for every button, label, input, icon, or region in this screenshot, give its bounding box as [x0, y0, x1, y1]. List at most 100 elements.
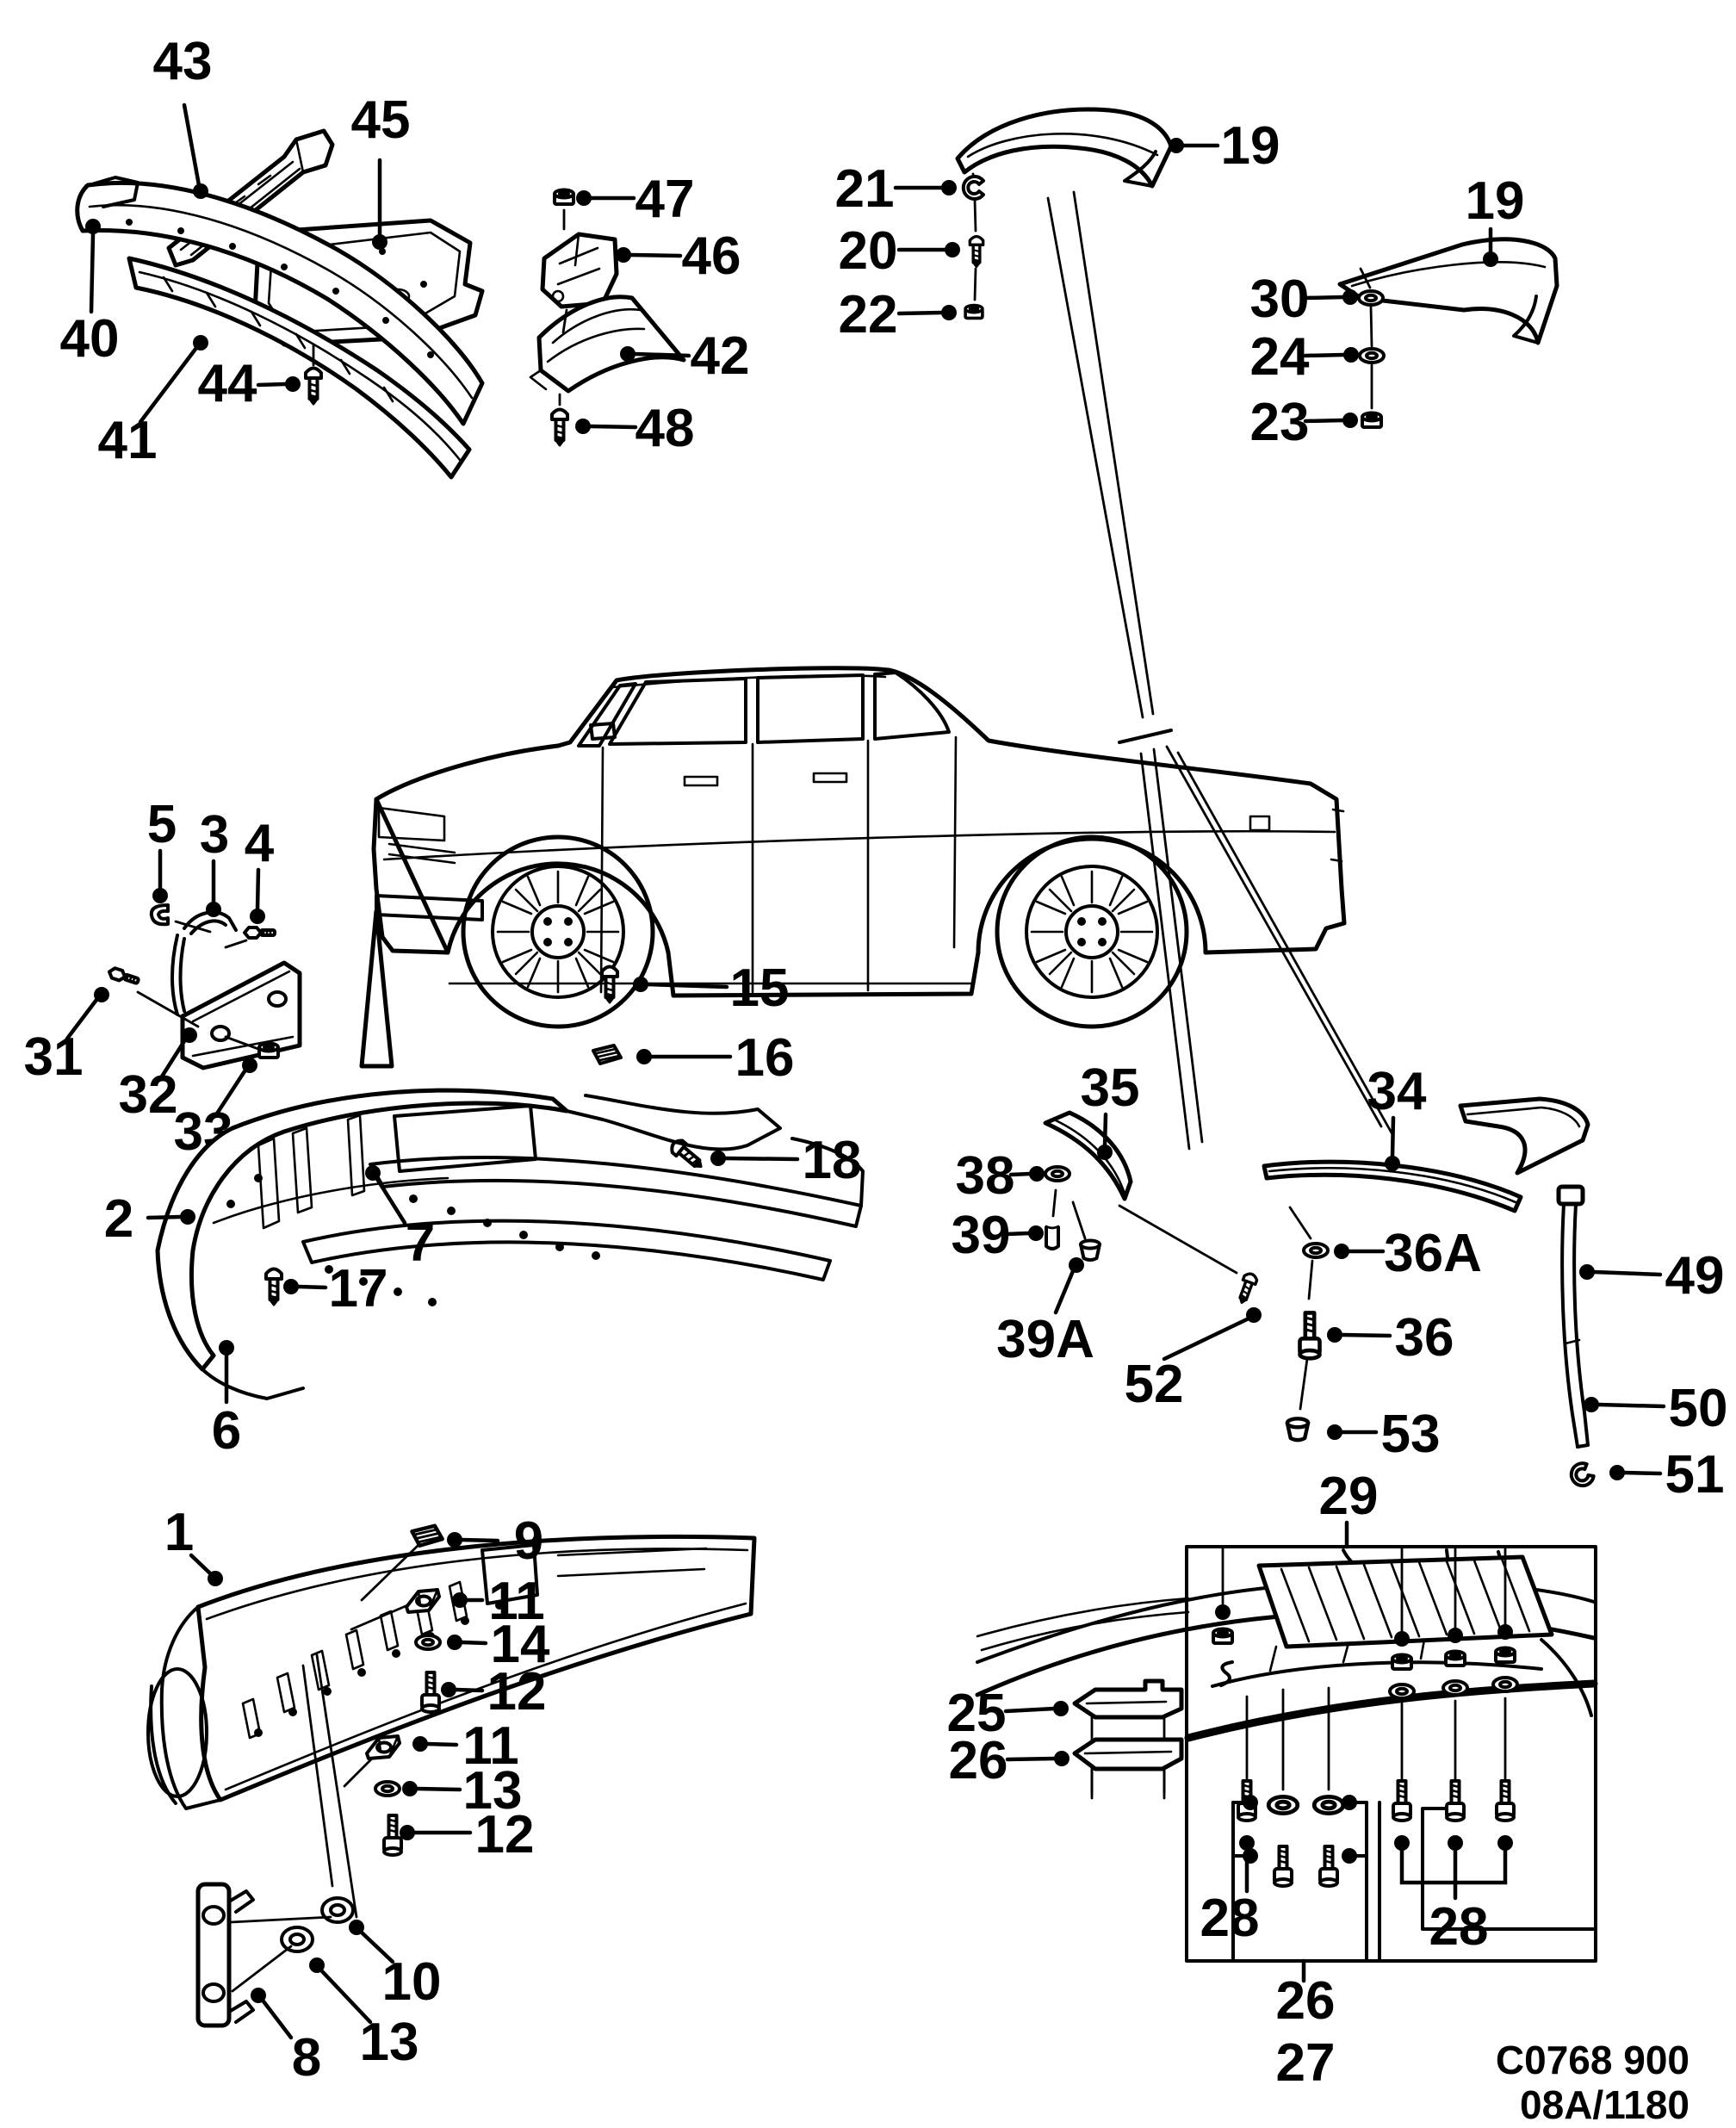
callout-6: 6	[212, 1340, 241, 1461]
nut-icon-23	[1361, 411, 1383, 429]
drawing-code: C0768 900	[1496, 2038, 1690, 2082]
svg-text:2: 2	[104, 1189, 133, 1249]
callout-40: 40	[60, 219, 120, 369]
washer-icon-boxR2	[1442, 1679, 1469, 1697]
callout-26b: 26	[1276, 1958, 1335, 2031]
svg-text:45: 45	[351, 90, 411, 150]
washer-icon-24	[1358, 347, 1386, 364]
callout-21: 21	[835, 159, 957, 219]
sleeve-icon-39	[1045, 1225, 1060, 1250]
part-41-bumper-valance	[127, 256, 472, 480]
callout-39: 39	[952, 1206, 1044, 1265]
bolt-icon-31	[106, 965, 142, 988]
callout-41: 41	[98, 335, 208, 470]
callout-14: 14	[447, 1615, 550, 1674]
part-34-trim-bent-end	[1458, 1096, 1590, 1176]
callout-3: 3	[200, 805, 229, 917]
svg-text:15: 15	[730, 959, 790, 1018]
screw-icon-20	[968, 234, 985, 269]
svg-text:17: 17	[329, 1259, 388, 1318]
svg-text:25: 25	[947, 1684, 1007, 1743]
part-25-bracket	[1072, 1678, 1184, 1795]
svg-text:44: 44	[198, 354, 257, 413]
callout-13a: 13	[402, 1761, 522, 1821]
callout-38: 38	[956, 1146, 1045, 1206]
bolt-icon-boxR1	[1392, 1779, 1412, 1822]
grommet-icon-53	[1287, 1418, 1308, 1440]
svg-text:14: 14	[491, 1615, 550, 1674]
screw-icon-17	[264, 1267, 283, 1306]
svg-text:41: 41	[98, 411, 158, 470]
washer-icon-38	[1044, 1165, 1071, 1182]
part-49-50-strip	[1556, 1184, 1590, 1449]
callout-42: 42	[620, 326, 749, 386]
rear-spoiler-views: 19 21 20 22	[835, 107, 1559, 719]
svg-text:49: 49	[1665, 1246, 1725, 1306]
callout-16: 16	[636, 1028, 794, 1088]
nut-icon-47	[553, 188, 575, 206]
callout-1: 1	[164, 1503, 223, 1586]
washer-icon-boxR3	[1491, 1676, 1519, 1693]
callout-23: 23	[1250, 393, 1358, 452]
bolt-icon-box2	[1318, 1845, 1339, 1888]
svg-text:19: 19	[1221, 116, 1280, 176]
svg-text:36: 36	[1395, 1308, 1454, 1368]
callout-20: 20	[839, 221, 960, 281]
svg-text:7: 7	[406, 1213, 435, 1273]
svg-text:36A: 36A	[1384, 1224, 1482, 1283]
washer-icon-boxR1	[1388, 1683, 1416, 1700]
callout-28-right: 28	[1429, 1897, 1489, 1957]
callout-32: 32	[119, 1027, 197, 1125]
bolt-icon-36	[1300, 1312, 1320, 1358]
front-bumper-assembly: 2 7 17 6	[104, 1088, 865, 1461]
location-arrow	[359, 909, 394, 1069]
eclip-icon-51	[1566, 1458, 1598, 1492]
clip-icon-16	[592, 1044, 623, 1065]
callout-19-right: 19	[1466, 171, 1524, 267]
svg-text:29: 29	[1319, 1467, 1379, 1526]
part-34-trim-long	[1262, 1159, 1523, 1213]
grommet-icon-39A	[1079, 1238, 1101, 1262]
svg-text:26: 26	[949, 1731, 1008, 1790]
svg-text:40: 40	[60, 309, 120, 369]
washer-icon-box1	[1268, 1796, 1298, 1813]
svg-text:35: 35	[1081, 1058, 1140, 1118]
washer-icon-14	[414, 1634, 442, 1651]
loose-fasteners-center: 15 16 18	[592, 959, 861, 1190]
callout-10: 10	[349, 1920, 441, 2012]
callout-52: 52	[1125, 1307, 1262, 1414]
callout-28-left: 28	[1200, 1889, 1260, 1948]
svg-text:3: 3	[200, 805, 229, 865]
nut-icon-33	[257, 1041, 280, 1059]
screw-icon-52	[1234, 1270, 1260, 1307]
svg-text:12: 12	[475, 1805, 535, 1864]
svg-text:11: 11	[488, 1572, 545, 1631]
callout-47: 47	[576, 170, 694, 229]
callout-30: 30	[1250, 270, 1358, 329]
svg-text:52: 52	[1125, 1355, 1184, 1414]
svg-text:16: 16	[735, 1028, 795, 1088]
svg-text:5: 5	[147, 795, 177, 854]
nut-icon-22	[964, 303, 984, 320]
front-bumper-exploded-view: 43 45 40 41 44	[60, 32, 749, 480]
grommet-icon-10	[229, 1896, 355, 1924]
bumper-bracket-group: 5 3 4 31 32 33	[24, 795, 302, 1162]
svg-text:50: 50	[1669, 1379, 1728, 1438]
part-19-spoiler-left	[955, 107, 1174, 189]
svg-text:10: 10	[382, 1952, 442, 2012]
callout-43: 43	[153, 32, 212, 199]
grommet-icon-13b	[231, 1926, 314, 1993]
nut-icon-box-left	[1212, 1627, 1234, 1645]
svg-text:48: 48	[636, 399, 695, 458]
callout-35: 35	[1081, 1058, 1140, 1160]
screw-icon-15	[600, 965, 619, 1004]
callout-39A: 39A	[996, 1257, 1094, 1369]
nut-icon-boxR2	[1444, 1649, 1466, 1667]
rear-wheel	[995, 834, 1189, 1029]
nut-icon-boxR3	[1494, 1646, 1516, 1664]
part-42-corner-trim	[529, 295, 686, 394]
callout-9: 9	[447, 1511, 543, 1571]
callout-12a: 12	[441, 1662, 546, 1722]
clip-icon-9	[412, 1526, 443, 1546]
callout-44: 44	[198, 343, 323, 413]
